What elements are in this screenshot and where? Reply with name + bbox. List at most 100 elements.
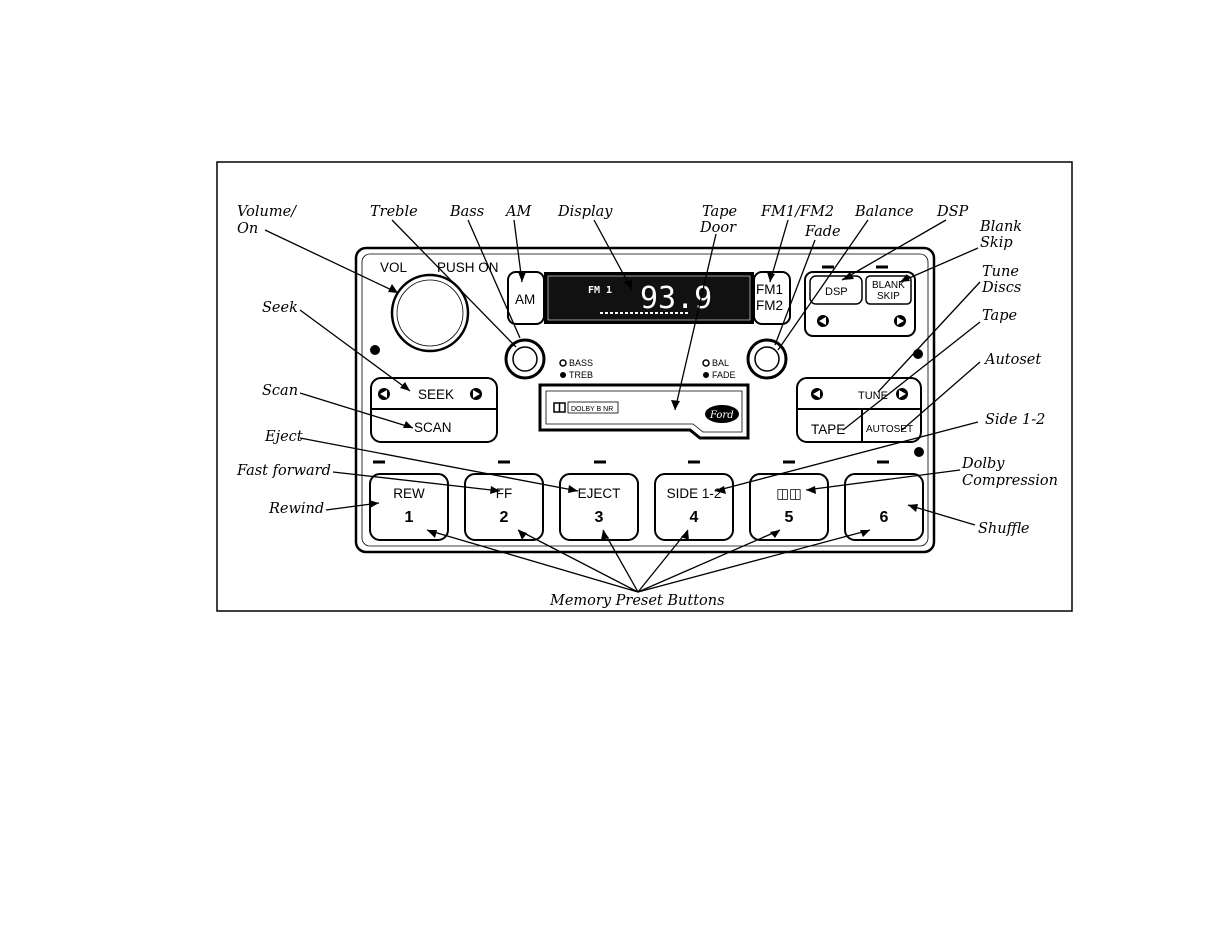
bass-indicator-icon [559, 359, 567, 367]
fm2-label: FM2 [756, 298, 783, 313]
callout-tape: Tape [982, 308, 1017, 324]
vol-label: VOL [380, 260, 408, 275]
dsp-right-arrow-glyph [897, 317, 904, 325]
am-button-label: AM [515, 292, 535, 307]
tune-left-arrow-glyph [813, 390, 820, 398]
preset-button-5[interactable]: ◫◫ 5 [749, 460, 829, 541]
leader-fast-forward [332, 471, 501, 492]
display-frequency: 93.9 [640, 281, 712, 316]
dsp-button[interactable] [809, 275, 863, 305]
callout-dolby-line2: Compression [962, 473, 1058, 489]
dsp-button-label: DSP [825, 286, 848, 298]
mount-dot-left [370, 345, 380, 355]
arrowhead-seek [400, 382, 410, 391]
callout-autoset: Autoset [983, 352, 1041, 368]
callout-tape-door-line1: Tape [702, 204, 737, 220]
leader-tape-door [674, 233, 717, 411]
fade-label: FADE [712, 370, 736, 380]
preset-3-label: EJECT [578, 486, 621, 501]
leader-tune [877, 281, 981, 393]
leader-preset-6 [637, 529, 871, 593]
callout-tune-discs-line1: Tune [982, 264, 1019, 280]
callout-eject: Eject [264, 429, 303, 445]
preset-5-number: 5 [785, 509, 794, 526]
dsp-left-arrow-glyph [819, 317, 826, 325]
arrowhead-eject [568, 485, 578, 493]
preset-5-label: ◫◫ [776, 486, 802, 501]
preset-button-4[interactable]: SIDE 1-2 4 [654, 460, 734, 541]
tape-button-label: TAPE [811, 422, 845, 437]
arrowhead-display [624, 280, 632, 290]
leader-am [513, 219, 523, 283]
mount-dot-right-bottom [914, 447, 924, 457]
preset-buttons: REW 1 FF 2 EJECT 3 SIDE 1-2 4 ◫◫ 5 [369, 460, 924, 541]
autoset-button-label: AUTOSET [866, 424, 913, 435]
bass-treble-knob[interactable] [504, 338, 546, 380]
leader-autoset [901, 361, 981, 431]
seek-left-arrow-glyph [380, 390, 387, 398]
preset-4-number: 4 [690, 509, 699, 526]
preset-button-2[interactable]: FF 2 [464, 460, 544, 541]
leader-dsp [841, 219, 947, 281]
volume-knob[interactable] [390, 273, 470, 353]
callout-bass: Bass [449, 204, 484, 220]
bass-treble-knob-inner [512, 346, 538, 372]
tape-door[interactable] [538, 383, 750, 440]
bal-label: BAL [712, 358, 729, 368]
fade-indicator-icon [703, 372, 709, 378]
leader-arrowheads [369, 272, 918, 540]
callout-volume-line1: Volume/ [237, 204, 298, 220]
balance-fade-knob-inner [754, 346, 780, 372]
arrowhead-shuffle [908, 504, 918, 512]
callout-display: Display [557, 204, 613, 220]
leader-eject [299, 437, 579, 492]
preset-3-number: 3 [595, 509, 604, 526]
dolby-label-box [567, 401, 619, 414]
tune-label: TUNE [858, 390, 888, 402]
preset-4-label: SIDE 1-2 [667, 486, 722, 501]
callout-blank-skip-line1: Blank [979, 219, 1022, 235]
callout-fast-forward: Fast forward [236, 463, 331, 479]
tape-door-inner [545, 390, 743, 433]
ford-logo-text: Ford [709, 410, 734, 421]
blank-skip-button[interactable] [865, 275, 912, 305]
leader-dolby [805, 469, 961, 491]
preset-2-label: FF [496, 486, 513, 501]
callout-memory-preset: Memory Preset Buttons [549, 593, 725, 609]
leader-display [593, 219, 633, 291]
treb-label: TREB [569, 370, 593, 380]
leader-preset-2 [517, 529, 639, 593]
arrowhead-dsp [842, 272, 854, 280]
volume-knob-inner [396, 279, 464, 347]
preset-button-6[interactable]: 6 [844, 460, 924, 541]
callout-treble: Treble [370, 204, 418, 220]
callout-labels: Volume/ On Treble Bass AM Display Tape D… [236, 204, 1058, 609]
balance-fade-knob[interactable] [746, 338, 788, 380]
callout-fm1fm2: FM1/FM2 [760, 204, 834, 220]
arrowhead-volume [388, 284, 398, 293]
leader-preset-5 [637, 529, 781, 593]
leader-balance [777, 219, 869, 351]
fm1-fm2-button[interactable] [753, 271, 791, 325]
leader-preset-4 [637, 529, 689, 593]
callout-am: AM [504, 204, 532, 220]
preset-button-3[interactable]: EJECT 3 [559, 460, 639, 541]
display-band: FM 1 [588, 285, 612, 296]
scan-label: SCAN [414, 420, 452, 435]
arrowhead-preset-6 [860, 530, 870, 537]
arrowhead-rewind [369, 500, 379, 508]
arrowhead-preset-4 [681, 530, 689, 540]
callout-dolby-line1: Dolby [961, 456, 1005, 472]
arrowhead-preset-3 [601, 530, 609, 540]
callout-shuffle: Shuffle [978, 521, 1030, 537]
bass-label: BASS [569, 358, 593, 368]
leader-tape [842, 321, 981, 431]
callout-side12: Side 1-2 [985, 412, 1045, 428]
preset-button-1[interactable]: REW 1 [369, 460, 449, 541]
callout-rewind: Rewind [268, 501, 324, 517]
leader-volume [264, 229, 399, 294]
callout-seek: Seek [262, 300, 298, 316]
fm1-label: FM1 [756, 282, 783, 297]
display-window [547, 275, 751, 321]
